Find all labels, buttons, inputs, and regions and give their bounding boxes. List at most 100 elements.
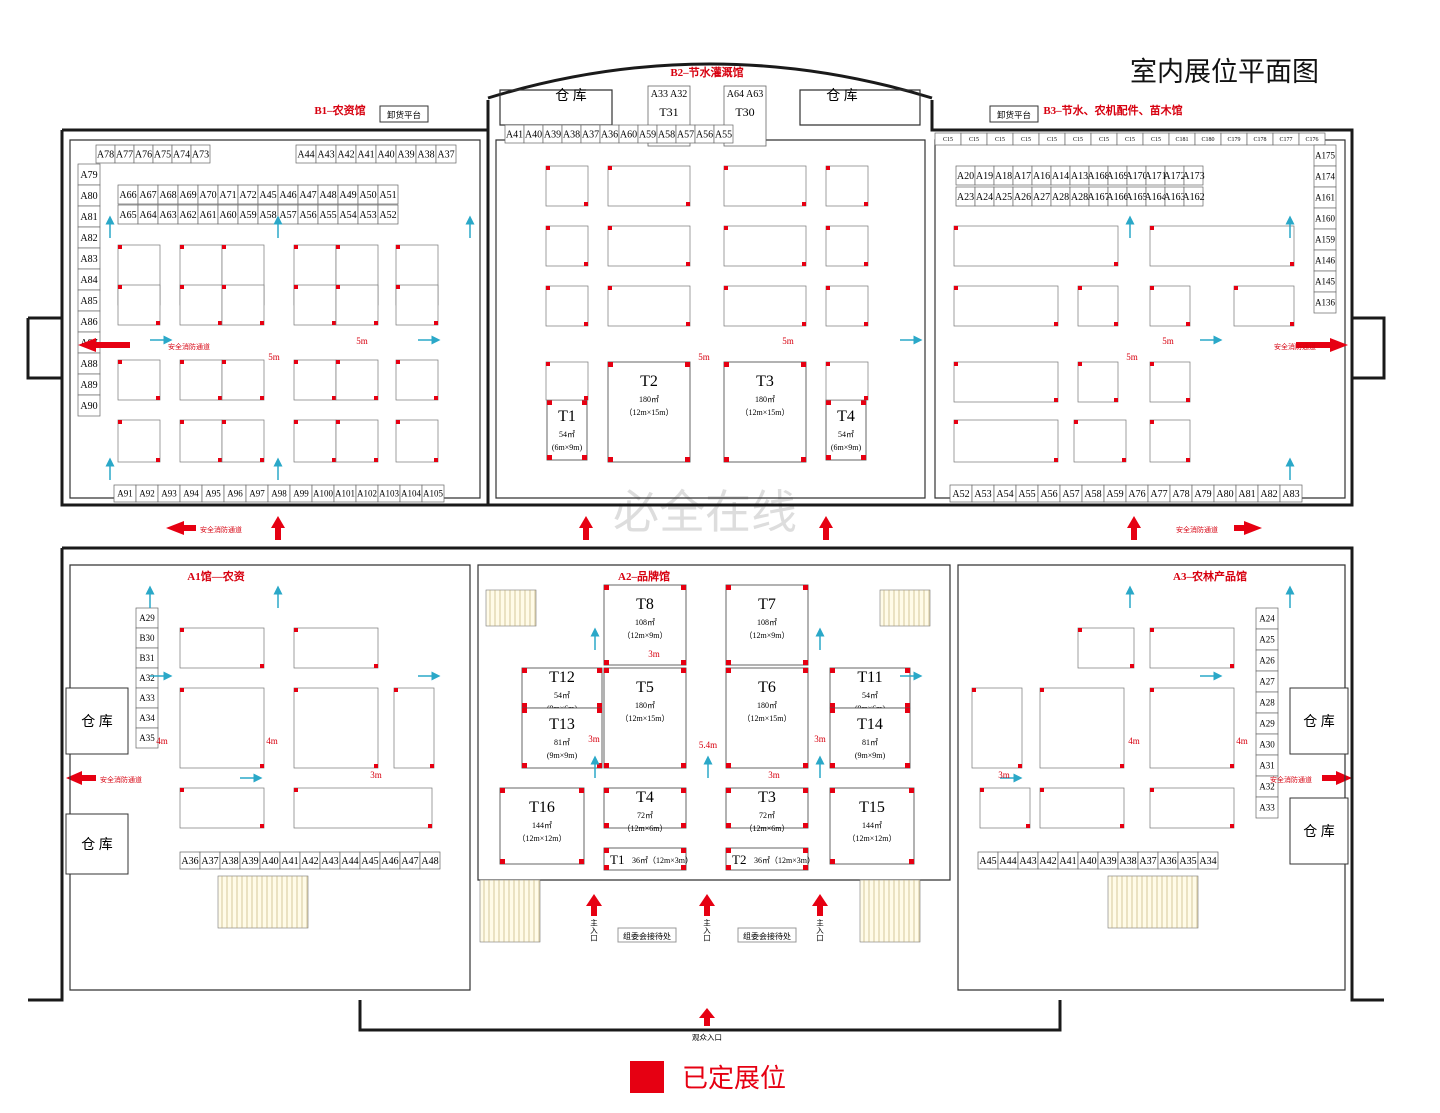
- booth-cell: A145: [1313, 270, 1337, 293]
- booth-cell: A36: [599, 124, 620, 144]
- booth-cell: A39: [395, 144, 417, 164]
- svg-text:A41: A41: [506, 130, 523, 141]
- svg-text:T7: T7: [758, 596, 776, 613]
- booked-marker: [500, 788, 505, 793]
- booth-cell: A66: [117, 184, 139, 205]
- legend-label: 已定展位: [682, 1064, 787, 1094]
- fire-exit-label: 安全消防通道: [200, 525, 242, 534]
- booth-cell: A81: [1235, 484, 1259, 503]
- svg-text:A105: A105: [423, 489, 443, 499]
- svg-text:A68: A68: [159, 190, 176, 201]
- booth-cell: C15: [1012, 132, 1040, 146]
- booth-cell: A67: [137, 184, 159, 205]
- svg-text:A94: A94: [183, 489, 199, 499]
- booth-cell: A42: [335, 144, 357, 164]
- hall-label-a1: A1馆—农资: [187, 569, 244, 583]
- booked-marker: [830, 763, 835, 768]
- booked-marker: [685, 362, 690, 367]
- svg-text:(6m×9m): (6m×9m): [552, 443, 583, 452]
- booth-cell: A68: [157, 184, 179, 205]
- booth-cell: A57: [1059, 484, 1083, 503]
- svg-text:C15: C15: [1021, 137, 1031, 143]
- svg-text:A70: A70: [199, 190, 216, 201]
- svg-text:A36: A36: [601, 130, 618, 141]
- booth-cell: A86: [77, 310, 101, 333]
- gap-label: 3m: [648, 649, 660, 659]
- svg-text:A24: A24: [1259, 614, 1275, 624]
- svg-text:A48: A48: [421, 856, 438, 867]
- booth-cell: A37: [435, 144, 457, 164]
- booked-marker: [582, 400, 587, 405]
- booth-cell: A41: [504, 124, 525, 144]
- svg-text:A52: A52: [952, 489, 969, 500]
- booth-cell: C179: [1220, 132, 1248, 146]
- svg-text:A146: A146: [1315, 256, 1335, 266]
- booth-block: [293, 687, 379, 769]
- booked-marker: [830, 708, 835, 713]
- booth-cell: A136: [1313, 291, 1337, 314]
- booth-cell: A60: [217, 204, 239, 225]
- booth-cell: A41: [279, 851, 301, 870]
- booked-marker: [803, 788, 808, 793]
- svg-text:A27: A27: [1259, 677, 1275, 687]
- svg-text:T8: T8: [636, 596, 654, 613]
- svg-text:A162: A162: [1182, 192, 1204, 203]
- booth-cell: A19: [974, 165, 995, 186]
- svg-text:A41: A41: [1059, 856, 1076, 867]
- svg-text:A92: A92: [139, 489, 155, 499]
- svg-text:A101: A101: [335, 489, 355, 499]
- booked-marker: [905, 763, 910, 768]
- svg-text:(9m×9m): (9m×9m): [547, 751, 578, 760]
- svg-text:A43: A43: [321, 856, 338, 867]
- booked-marker: [861, 455, 866, 460]
- booth-cell: A41: [1057, 851, 1079, 870]
- svg-text:A47: A47: [299, 190, 316, 201]
- booth-block: [825, 285, 869, 327]
- gap-label: 3m: [814, 734, 826, 744]
- booth-cell: A78: [1169, 484, 1193, 503]
- booth-cell: A84: [77, 268, 101, 291]
- svg-text:A37: A37: [582, 130, 599, 141]
- booth-cell: A44: [997, 851, 1019, 870]
- svg-text:A58: A58: [1084, 489, 1101, 500]
- booked-marker: [522, 668, 527, 673]
- svg-text:A29: A29: [139, 613, 155, 623]
- svg-text:（12m×9m）: （12m×9m）: [745, 631, 790, 640]
- svg-text:A98: A98: [271, 489, 287, 499]
- booth-cell: A44: [339, 851, 361, 870]
- svg-text:54㎡: 54㎡: [838, 430, 854, 439]
- svg-text:A38: A38: [563, 130, 580, 141]
- svg-text:A31: A31: [1259, 761, 1275, 771]
- booked-marker: [500, 859, 505, 864]
- svg-text:T4: T4: [837, 408, 855, 425]
- gap-label: 5m: [1126, 352, 1138, 362]
- booked-marker: [909, 788, 914, 793]
- svg-text:A56: A56: [1040, 489, 1057, 500]
- svg-text:T1: T1: [558, 408, 576, 425]
- booked-marker: [547, 400, 552, 405]
- booth-cell: A40: [523, 124, 544, 144]
- main-entrance-label: 主入口: [589, 917, 598, 941]
- entry-arrow: [579, 516, 593, 540]
- booth-cell: A20: [955, 165, 976, 186]
- stairs: [217, 875, 309, 929]
- unload-platform-right: [989, 105, 1039, 123]
- booked-marker: [582, 455, 587, 460]
- booth-cell: A69: [177, 184, 199, 205]
- svg-text:C15: C15: [969, 137, 979, 143]
- svg-text:A34: A34: [1199, 856, 1216, 867]
- svg-text:A40: A40: [1079, 856, 1096, 867]
- booth-cell: A48: [317, 184, 339, 205]
- booked-marker: [604, 585, 609, 590]
- booth-block: [393, 687, 435, 769]
- booth-cell: A40: [259, 851, 281, 870]
- booth-block: [825, 225, 869, 267]
- svg-text:T3: T3: [756, 373, 774, 390]
- booth-block: [179, 787, 265, 829]
- svg-text:A173: A173: [1182, 171, 1204, 182]
- booked-marker: [597, 763, 602, 768]
- svg-text:A41: A41: [357, 150, 374, 161]
- svg-text:A39: A39: [544, 130, 561, 141]
- booked-marker: [681, 585, 686, 590]
